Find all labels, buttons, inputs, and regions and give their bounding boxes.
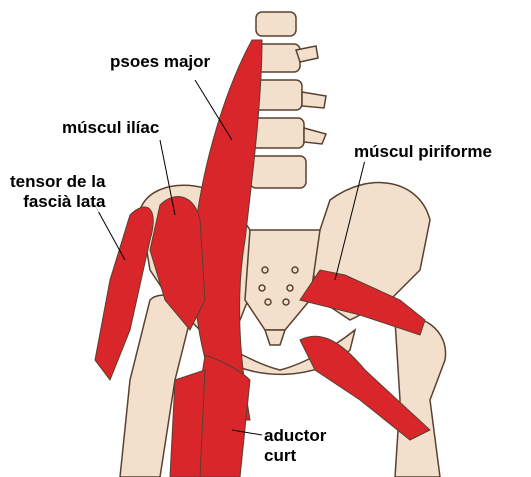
transverse-process (304, 128, 326, 144)
sacral-foramen (287, 285, 293, 291)
sacral-foramen (283, 299, 289, 305)
sacrum (245, 230, 320, 330)
adductor-muscle (170, 370, 205, 477)
vertebra (250, 156, 306, 188)
right-femur (395, 317, 446, 477)
sacral-foramen (292, 267, 298, 273)
label-psoas-major: psoes major (108, 52, 212, 72)
sacral-foramen (262, 267, 268, 273)
label-piriformis: múscul piriforme (352, 142, 494, 162)
label-tensor-line2: fascià lata (10, 192, 105, 212)
label-adductor-brevis: aductor curt (262, 426, 328, 466)
label-tensor-fasciae-latae: tensor de la fascià lata (8, 172, 107, 212)
vertebra (256, 12, 296, 36)
label-tensor-line1: tensor de la (10, 172, 105, 192)
coccyx (265, 330, 285, 345)
sacral-foramen (265, 299, 271, 305)
transverse-process (302, 92, 326, 108)
label-adductor-line1: aductor (264, 426, 326, 446)
sacral-foramen (259, 285, 265, 291)
label-adductor-line2: curt (264, 446, 326, 466)
label-iliac-muscle: múscul ilíac (60, 118, 161, 138)
